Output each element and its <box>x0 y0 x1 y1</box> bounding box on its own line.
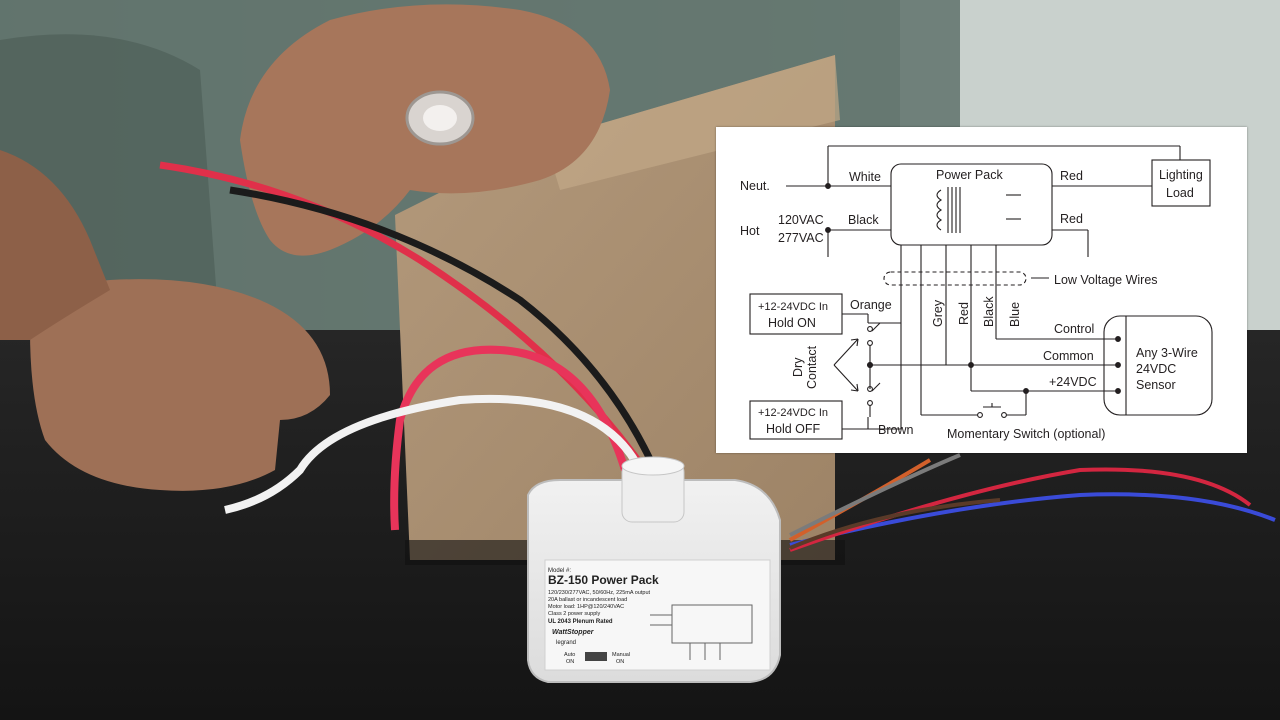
label-load: Load <box>1166 186 1194 200</box>
label-120vac: 120VAC <box>778 213 824 227</box>
label-hold-off-1: +12-24VDC In <box>758 407 828 419</box>
label-control: Control <box>1054 322 1094 336</box>
right-side-wires-brown <box>789 498 1001 550</box>
right-side-wires-blue <box>789 492 1276 547</box>
black-wire-held <box>229 186 659 472</box>
label-red-1: Red <box>1060 169 1083 183</box>
box-top-edge <box>545 55 840 190</box>
label-neut: Neut. <box>740 179 770 193</box>
label-hold-off-2: Hold OFF <box>766 422 821 436</box>
label-momentary-switch: Momentary Switch (optional) <box>947 427 1105 441</box>
label-hot: Hot <box>740 224 760 238</box>
label-blue-vertical: Blue <box>1008 302 1022 327</box>
right-side-wires-grey <box>789 453 961 537</box>
auto-manual-switch <box>585 652 607 661</box>
label-hold-on-2: Hold ON <box>768 316 816 330</box>
label-grey: Grey <box>931 299 945 327</box>
label-plus24vdc: +24VDC <box>1049 375 1097 389</box>
label-common: Common <box>1043 349 1094 363</box>
label-red-vertical: Red <box>957 302 971 325</box>
label-power-pack: Power Pack <box>936 168 1003 182</box>
device-spec-3: Motor load: 1HP@120/240VAC <box>548 604 624 610</box>
label-black-vertical: Black <box>982 296 996 327</box>
label-brown: Brown <box>878 423 913 437</box>
device-ul: UL 2043 Plenum Rated <box>548 619 613 625</box>
label-lighting: Lighting <box>1159 168 1203 182</box>
label-white: White <box>849 170 881 184</box>
ring-stone <box>423 105 457 131</box>
wiring-diagram: Neut. Hot 120VAC 277VAC White Black Powe… <box>740 145 1213 441</box>
device-label-schematic <box>650 604 753 660</box>
label-red-2: Red <box>1060 212 1083 226</box>
label-low-voltage-wires: Low Voltage Wires <box>1054 273 1158 287</box>
white-wire <box>224 394 644 514</box>
device-brand: WattStopper <box>552 629 595 636</box>
device-spec-1: 120/230/277VAC, 50/60Hz, 225mA output <box>548 590 650 596</box>
label-black-in: Black <box>848 213 879 227</box>
device-collar-top <box>621 456 685 476</box>
label-sensor-2: 24VDC <box>1136 362 1176 376</box>
label-dry: Dry <box>791 357 805 377</box>
label-sensor-1: Any 3-Wire <box>1136 346 1198 360</box>
device-auto: Auto <box>564 652 575 658</box>
device-on-2: ON <box>616 659 624 665</box>
label-orange: Orange <box>850 298 892 312</box>
device-manual: Manual <box>612 652 630 658</box>
device-spec-4: Class 2 power supply <box>548 611 601 617</box>
label-contact: Contact <box>805 345 819 389</box>
device-on-1: ON <box>566 659 574 665</box>
device-model-title: BZ-150 Power Pack <box>548 573 659 587</box>
red-wire-loop <box>390 345 629 531</box>
left-hand <box>30 279 330 491</box>
device-brand2: legrand <box>556 640 576 646</box>
device-model-hash: Model #: <box>548 568 571 574</box>
device-spec-2: 20A ballast or incandescent load <box>548 597 627 603</box>
label-sensor-3: Sensor <box>1136 378 1176 392</box>
label-277vac: 277VAC <box>778 231 824 245</box>
label-hold-on-1: +12-24VDC In <box>758 301 828 313</box>
wiring-diagram-panel: Neut. Hot 120VAC 277VAC White Black Powe… <box>716 127 1247 453</box>
left-arm <box>0 150 110 340</box>
